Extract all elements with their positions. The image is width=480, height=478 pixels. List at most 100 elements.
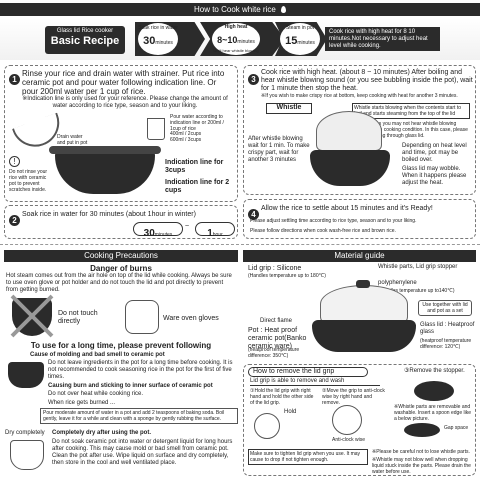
lid-grip-knob-icon xyxy=(356,280,370,288)
soak-time: 30 xyxy=(143,35,156,47)
when-burn: When rice gets burned ... xyxy=(48,400,116,406)
steam-unit: minutes xyxy=(297,40,315,46)
stopper-icon xyxy=(414,381,454,401)
badge-main: Basic Recipe xyxy=(50,35,120,47)
step4-number: 4 xyxy=(248,204,259,222)
remove-step3: ③Remove the stopper. xyxy=(404,368,465,374)
rotate-grip-icon xyxy=(332,405,362,435)
glass-label: Glass lid : Heatproof glass xyxy=(420,322,475,335)
glass-temp: (heatproof temperature difference: 120℃) xyxy=(420,338,472,350)
soak-30-pill: 30minutes xyxy=(133,222,183,239)
soak-1-pill: 1hour xyxy=(195,222,235,239)
measuring-cup-icon xyxy=(147,118,165,140)
step4-line2: Please follow directions when cook wash-… xyxy=(250,228,396,234)
ceramic-pot-icon xyxy=(55,148,155,194)
page-title: How to Cook white rice xyxy=(193,5,276,14)
remove-step1: ①Hold the lid grip with right hand and h… xyxy=(250,388,314,406)
recipe-note: Cook rice with high heat for 8 10 minute… xyxy=(325,27,440,51)
step1-panel: 1 Rinse your rice and drain water with s… xyxy=(4,65,238,202)
washable-note: ※Whistle parts are removable and washabl… xyxy=(394,404,471,422)
step3-text: Cook rice with high heat. (about 8 ~ 10 … xyxy=(261,69,473,92)
step1-note: ※Indication line is only used for your r… xyxy=(22,96,228,109)
rinse-warning: Do not rinse your rice with ceramic pot … xyxy=(9,169,48,193)
surface-title: Causing burn and sticking to inner surfa… xyxy=(48,383,213,389)
material-lid-icon xyxy=(320,285,408,323)
flame-icon xyxy=(281,6,287,13)
step4-text: Allow the rice to settle about 15 minute… xyxy=(261,205,433,212)
whistle-note: ※Sometimes you may not hear whistle blow… xyxy=(352,121,468,139)
step3-number: 3 xyxy=(248,69,259,87)
polyphenylene-label: polyphenylene xyxy=(378,280,417,286)
danger-title: Danger of burns xyxy=(90,264,152,273)
poly-temp: (Handles temperature up to140℃) xyxy=(378,288,455,294)
remove-subtitle: Lid grip is able to remove and wash xyxy=(250,378,380,386)
oven-glove-icon xyxy=(125,300,159,334)
careful-note-2: ※Whistle may not blow well when dropping… xyxy=(372,457,471,475)
pot-temp: (heatproof temperature difference: 350℃) xyxy=(248,347,300,359)
remove-title: How to remove the lid grip xyxy=(248,367,368,377)
use-together: Use together with lid and pot as a set xyxy=(418,300,472,316)
line3-label: Indication line for 3cups xyxy=(165,159,224,174)
no-touch-label: Do not touch directly xyxy=(58,310,98,325)
page-header: How to Cook white rice xyxy=(0,3,480,16)
heat-circle: High heat 8~10minutes Until hear whistle… xyxy=(212,23,260,55)
lid-grip-label: Lid grip : Silicone xyxy=(248,265,302,272)
step2-text: Soak rice in water for 30 minutes (about… xyxy=(22,211,196,218)
steam-time: 15 xyxy=(285,35,298,47)
steam-label: Steam in pot xyxy=(285,25,315,31)
cause-title: Cause of molding and bad smell to cerami… xyxy=(30,352,165,358)
step1-text: Rinse your rice and drain water with str… xyxy=(22,69,225,96)
pot-cooking-icon xyxy=(310,150,390,186)
hold-label: Hold xyxy=(284,409,297,415)
gap-label: Gap space xyxy=(444,425,469,431)
tighten-note: Make sure to tighten lid grip when you u… xyxy=(248,449,368,465)
drain-label: Drain water and put in pot xyxy=(57,134,88,146)
heat-unit: minutes xyxy=(237,39,255,45)
pot-rim xyxy=(49,146,161,154)
pot-label: Pot : Heat proof ceramic pot(Banko ceram… xyxy=(248,327,307,350)
soak-unit: minutes xyxy=(155,40,173,46)
anti-clockwise-label: Anti-clock wise xyxy=(332,437,366,443)
step2-panel: 2 Soak rice in water for 30 minutes (abo… xyxy=(4,205,238,239)
dry-title: Completely dry after using the pot. xyxy=(52,430,152,436)
water-value-400: 400ml / 2cups xyxy=(170,131,202,137)
water-label: Pour water according to indication line … xyxy=(170,114,224,132)
recipe-badge: Glass lid Rice cooker Basic Recipe xyxy=(45,26,125,54)
crispy-text: After whistle blowing wait for 1 min. To… xyxy=(248,136,310,163)
tilde: ~ xyxy=(185,223,190,230)
spoon-icon xyxy=(404,423,440,437)
hand-hold-icon xyxy=(254,413,280,439)
recipe-band: Glass lid Rice cooker Basic Recipe Soak … xyxy=(0,18,480,60)
remove-step2: ②Move the grip to anti-clock wise by rig… xyxy=(322,388,385,406)
pot-small-icon xyxy=(8,362,44,388)
badge-top: Glass lid Rice cooker xyxy=(56,28,114,34)
step4-line1: Please adjust settling time according to… xyxy=(250,218,417,224)
step2-number: 2 xyxy=(9,210,20,228)
precautions-header: Cooking Precautions xyxy=(4,250,238,262)
cause-text: Do not leave ingredients in the pot for … xyxy=(48,360,233,380)
long-use-title: To use for a long time, please prevent f… xyxy=(30,341,212,350)
heat-time: 8~10 xyxy=(217,35,238,45)
step4-panel: 4 Allow the rice to settle about 15 minu… xyxy=(243,199,476,239)
whistle-parts-label: Whistle parts, Lid grip stopper xyxy=(378,264,458,270)
line2-label: Indication line for 2 cups xyxy=(165,179,230,194)
remove-grip-panel: How to remove the lid grip Lid grip is a… xyxy=(243,364,476,476)
material-pot-icon xyxy=(312,320,416,352)
danger-text: Hot steam comes out from the air hole on… xyxy=(6,273,232,293)
step3-note: ※If you wish to make crispy rice at bott… xyxy=(261,93,458,99)
careful-note-1: ※Please be careful not to lose whistle p… xyxy=(372,449,470,455)
no-over-heat: Do not over heat while cooking rice. xyxy=(48,391,144,397)
step3-panel: 3 Cook rice with high heat. (about 8 ~ 1… xyxy=(243,65,476,195)
wobble-text: Glass lid may wobble. When it happens pl… xyxy=(402,166,467,186)
lid-grip-temp: (Handles temperature up to 180℃) xyxy=(248,273,326,279)
steam-circle: Steam in pot 15minutes xyxy=(280,23,320,55)
boil-over-text: Depending on heat level and time, pot ma… xyxy=(402,143,467,163)
gloves-label: Ware oven gloves xyxy=(163,315,219,322)
whistle-tag: Whistle xyxy=(266,103,312,114)
heat-note: Until hear whistle blowing xyxy=(213,48,259,53)
dry-label: Dry completely xyxy=(5,430,45,436)
soak-circle: Soak rice in water 30minutes xyxy=(138,23,178,55)
heat-label: High heat xyxy=(224,24,248,30)
burn-text: Pour moderate amount of water in a pot a… xyxy=(40,408,238,424)
direct-flame-label: Direct flame xyxy=(260,318,293,324)
